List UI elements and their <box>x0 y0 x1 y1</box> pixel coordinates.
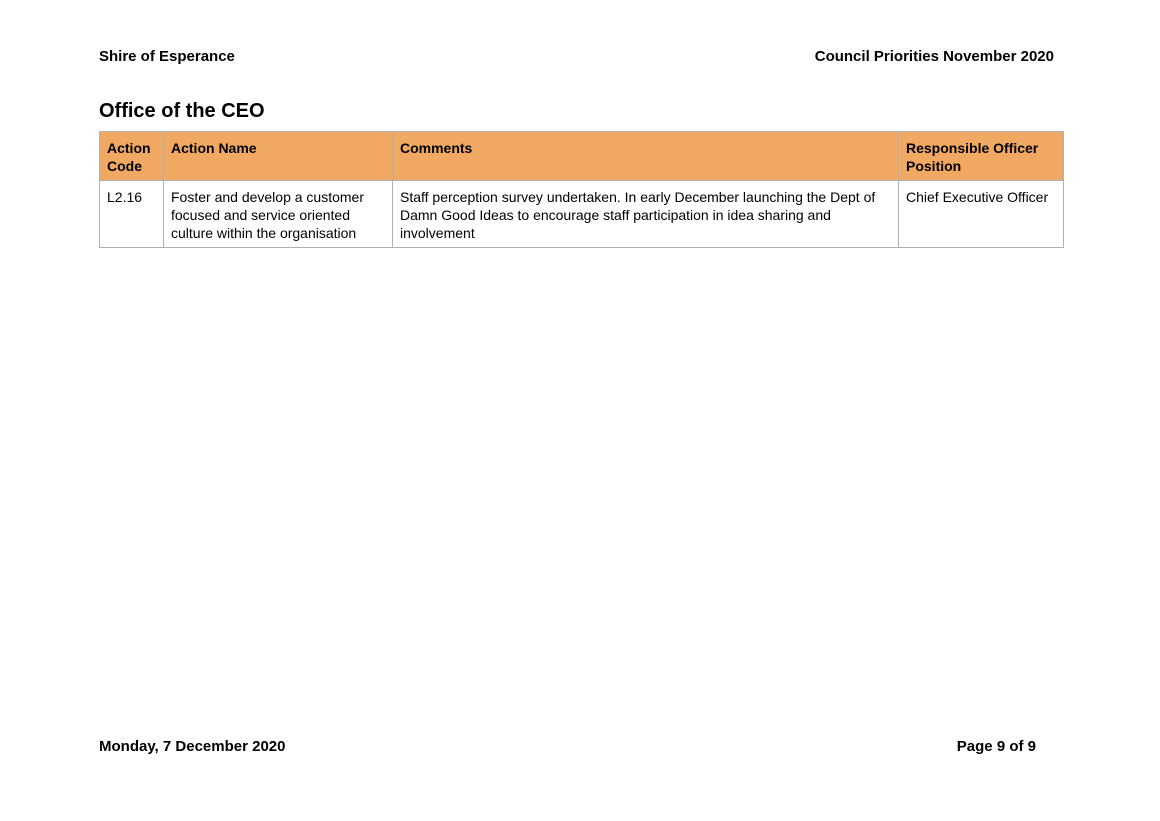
cell-action-code: L2.16 <box>99 180 164 248</box>
table-row: L2.16 Foster and develop a customer focu… <box>99 180 1064 248</box>
column-header-comments: Comments <box>392 131 899 181</box>
section-title: Office of the CEO <box>99 100 265 122</box>
cell-comments: Staff perception survey undertaken. In e… <box>392 180 899 248</box>
column-header-action-name: Action Name <box>163 131 393 181</box>
table-header-row: Action Code Action Name Comments Respons… <box>99 131 1064 181</box>
footer-date: Monday, 7 December 2020 <box>99 738 286 755</box>
column-header-responsible-officer: Responsible Officer Position <box>898 131 1064 181</box>
page-number: Page 9 of 9 <box>956 738 1036 755</box>
organisation-name: Shire of Esperance <box>99 48 235 65</box>
report-title: Council Priorities November 2020 <box>814 48 1054 65</box>
actions-table: Action Code Action Name Comments Respons… <box>99 131 1064 248</box>
cell-responsible-officer: Chief Executive Officer <box>898 180 1064 248</box>
column-header-action-code: Action Code <box>99 131 164 181</box>
cell-action-name: Foster and develop a customer focused an… <box>163 180 393 248</box>
